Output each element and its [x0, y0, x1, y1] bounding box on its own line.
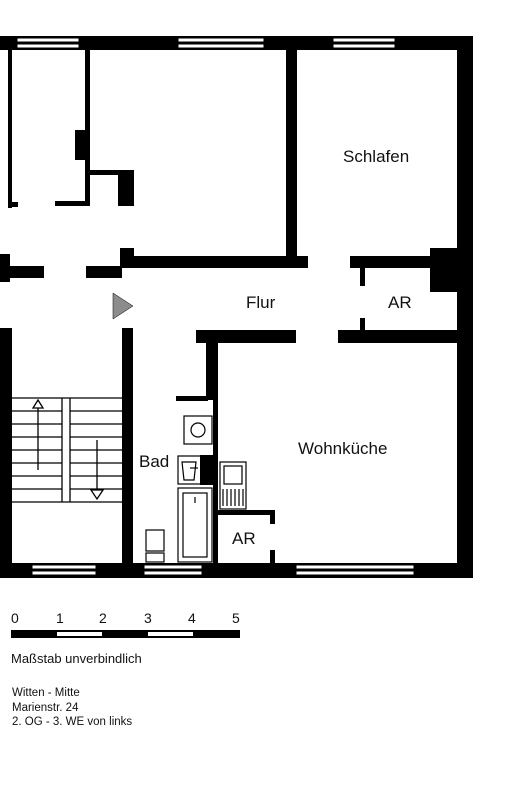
floor-plan: Schlafen Flur AR Wohnküche Bad AR [0, 36, 473, 578]
scale-tick-2: 2 [99, 610, 107, 626]
interior-walls [0, 50, 458, 563]
scale-tick-0: 0 [11, 610, 19, 626]
scale-tick-5: 5 [232, 610, 240, 626]
washing-machine [183, 415, 213, 445]
staircase [12, 397, 122, 503]
scale-tick-1: 1 [56, 610, 64, 626]
scale-bar-graphic [11, 630, 240, 638]
room-label-ar-top: AR [388, 293, 412, 312]
stove [219, 461, 247, 510]
stair-down-arrow-icon [89, 489, 105, 501]
stair-up-arrow-icon [31, 398, 45, 409]
room-label-bad: Bad [139, 452, 169, 471]
room-label-flur: Flur [246, 293, 276, 312]
windows-top [16, 37, 396, 49]
room-label-wohnkueche: Wohnküche [298, 439, 387, 458]
address-block: Witten - Mitte Marienstr. 24 2. OG - 3. … [12, 686, 132, 730]
bathtub [177, 487, 213, 563]
entry-arrow-icon [112, 292, 134, 320]
address-line-street: Marienstr. 24 [12, 701, 79, 714]
room-label-ar-bottom: AR [232, 529, 256, 548]
address-line-unit: 2. OG - 3. WE von links [12, 716, 133, 728]
scale-tick-3: 3 [144, 610, 152, 626]
address-line-city: Witten - Mitte [12, 687, 80, 699]
room-label-schlafen: Schlafen [343, 147, 409, 166]
windows-bottom [31, 564, 415, 576]
scale-tick-4: 4 [188, 610, 196, 626]
scale-caption: Maßstab unverbindlich [11, 651, 142, 666]
toilet [145, 529, 165, 563]
sink [177, 455, 203, 485]
